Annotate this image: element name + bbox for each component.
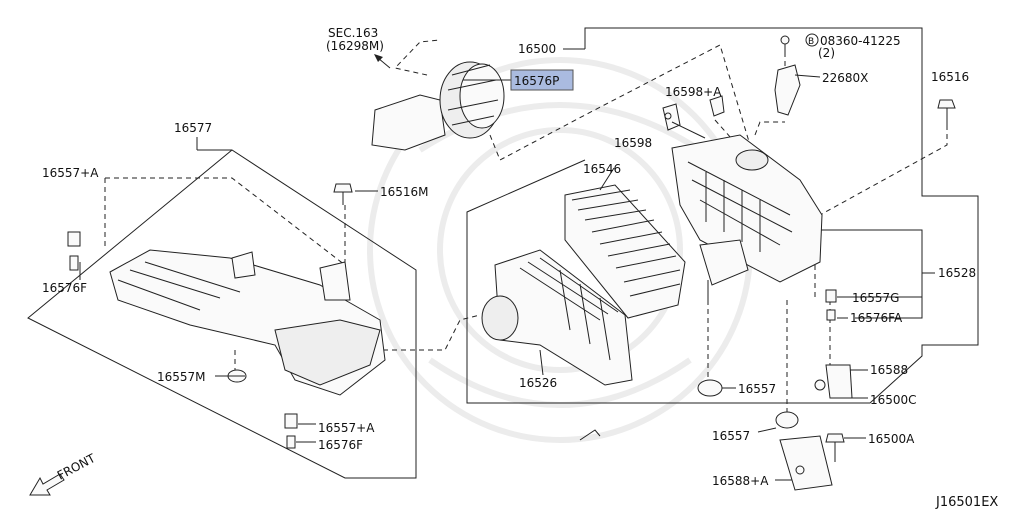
label-16557-mid[interactable]: 16557 [738, 382, 776, 396]
bracket-16598-a [709, 95, 725, 117]
label-bolt-symbol: B [808, 37, 814, 47]
label-16528[interactable]: 16528 [938, 266, 976, 280]
label-16576fa[interactable]: 16576FA [850, 311, 903, 325]
label-16557-low[interactable]: 16557 [712, 429, 750, 443]
bolt-16516 [937, 99, 956, 125]
label-16598[interactable]: 16598 [614, 136, 652, 150]
label-16588[interactable]: 16588 [870, 363, 908, 377]
label-16576f-bottom[interactable]: 16576F [318, 438, 363, 452]
label-16500[interactable]: 16500 [518, 42, 556, 56]
diagram-id: J16501EX [935, 495, 998, 510]
label-16588a[interactable]: 16588+A [712, 474, 769, 488]
air-cleaner-assembly-outline [466, 27, 979, 404]
label-16577[interactable]: 16577 [174, 121, 212, 135]
air-inlet-duct [109, 249, 386, 396]
label-front: FRONT [55, 451, 98, 483]
bolt-16500a [825, 433, 845, 462]
bolt-symbol-circle [805, 33, 819, 47]
grommet-16557a-top [67, 231, 81, 271]
label-16526[interactable]: 16526 [519, 376, 557, 390]
grommet-16557-mid [697, 379, 723, 397]
label-16500c[interactable]: 16500C [870, 393, 917, 407]
label-16500a[interactable]: 16500A [868, 432, 915, 446]
label-16557a-top[interactable]: 16557+A [42, 166, 99, 180]
bracket-16528 [820, 229, 923, 319]
air-cleaner-upper-case [671, 134, 823, 300]
bracket-16588a [779, 435, 833, 491]
clip-small [579, 429, 601, 441]
label-sec-ref-line2: (16298M) [326, 39, 384, 53]
air-cleaner-lower-case [481, 249, 633, 386]
label-22680x[interactable]: 22680X [822, 71, 868, 85]
bracket-16598 [662, 103, 681, 131]
label-leaders [79, 74, 868, 481]
label-16557a-bottom[interactable]: 16557+A [318, 421, 375, 435]
label-16516[interactable]: 16516 [931, 70, 969, 84]
bolt-16516m [333, 183, 353, 205]
grommet-16557g [825, 289, 837, 321]
label-16598a[interactable]: 16598+A [665, 85, 722, 99]
sec-ref-arrow [374, 54, 391, 69]
label-bolt-qty: (2) [818, 46, 835, 60]
label-16546[interactable]: 16546 [583, 162, 621, 176]
front-arrow-icon [29, 473, 65, 496]
label-16576p[interactable]: 16576P [514, 74, 559, 88]
label-16516m[interactable]: 16516M [380, 185, 429, 199]
label-16557g[interactable]: 16557G [852, 291, 899, 305]
intake-resonator [371, 61, 505, 151]
airflow-sensor [774, 35, 801, 116]
label-16576f-left[interactable]: 16576F [42, 281, 87, 295]
grommet-16557a-bottom [284, 413, 298, 449]
label-bolt-part[interactable]: 08360-41225 [820, 34, 901, 48]
grommet-16557-low [775, 411, 799, 429]
bracket-16588 [814, 364, 853, 399]
air-filter-element [564, 184, 686, 319]
label-16557m[interactable]: 16557M [157, 370, 206, 384]
label-sec-ref-line1: SEC.163 [328, 26, 378, 40]
highlight-16576p [510, 69, 574, 91]
